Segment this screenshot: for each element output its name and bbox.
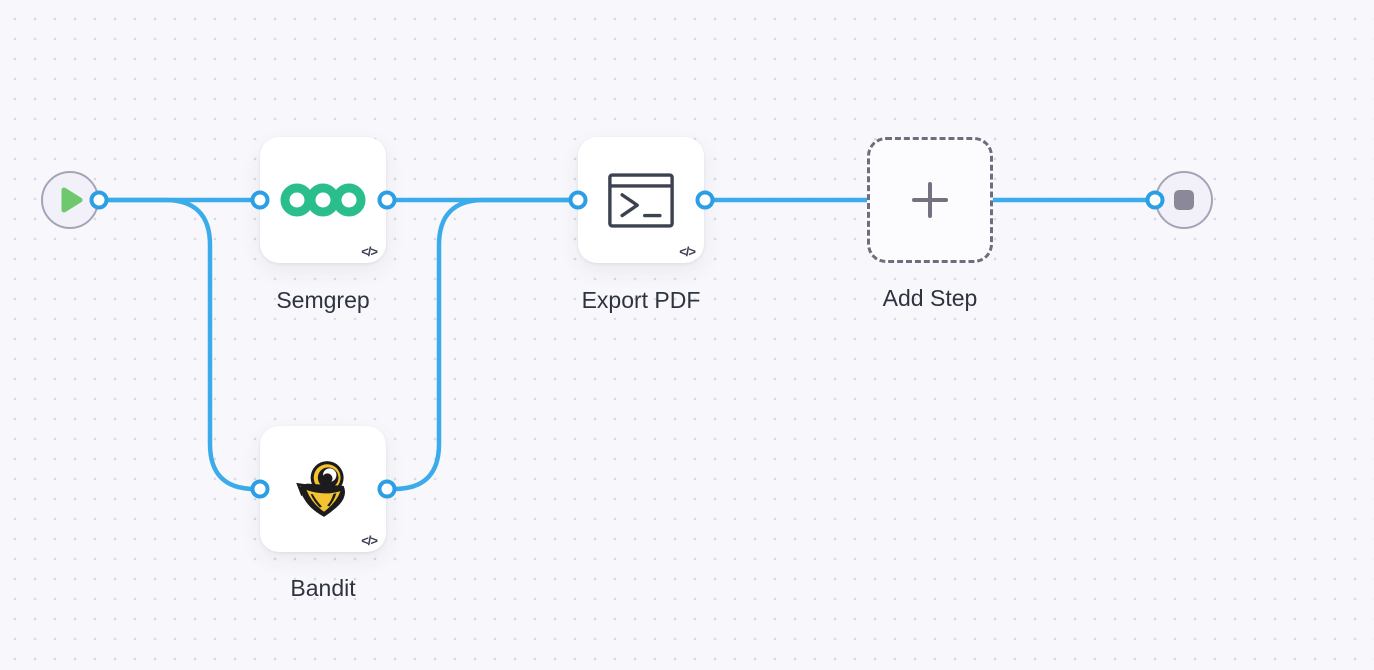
plus-icon [912,182,948,218]
code-badge-icon: </> [361,244,378,259]
node-label-bandit: Bandit [290,575,356,601]
play-icon [61,187,83,213]
port-semgrep-input[interactable] [250,190,270,210]
edge-bandit-to-export-pdf[interactable] [384,197,581,492]
port-semgrep-output[interactable] [377,190,397,210]
node-semgrep[interactable]: </> [260,137,386,263]
port-bandit-input[interactable] [250,479,270,499]
port-export-pdf-output[interactable] [695,190,715,210]
node-bandit[interactable]: </> [260,426,386,552]
code-badge-icon: </> [679,244,696,259]
port-bandit-output[interactable] [377,479,397,499]
port-export-pdf-input[interactable] [568,190,588,210]
node-start[interactable] [41,171,99,229]
semgrep-rings-icon [280,183,366,217]
port-end-input[interactable] [1145,190,1165,210]
terminal-icon [608,172,674,228]
edge-start-to-bandit[interactable] [96,197,263,492]
port-start-output[interactable] [89,190,109,210]
bandit-mascot-icon [296,461,345,517]
node-label-export-pdf: Export PDF [581,287,701,313]
code-badge-icon: </> [361,533,378,548]
node-label-add-step: Add Step [882,285,978,311]
stop-icon [1174,190,1194,210]
node-add-step[interactable] [867,137,993,263]
node-export-pdf[interactable]: </> [578,137,704,263]
node-label-semgrep: Semgrep [276,287,370,313]
